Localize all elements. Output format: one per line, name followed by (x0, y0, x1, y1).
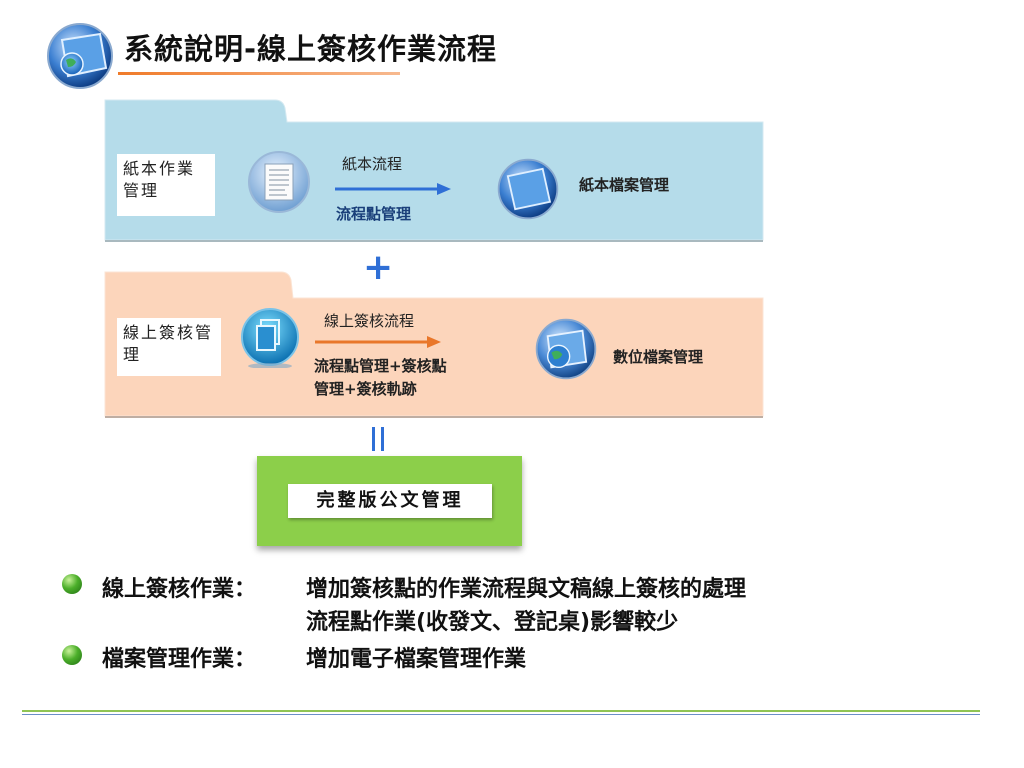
footer-divider (22, 710, 980, 712)
green-bullet-icon (62, 574, 82, 594)
globe-folder-icon (497, 158, 559, 220)
bullet-text: 增加簽核點的作業流程與文稿線上簽核的處理 (306, 577, 747, 602)
bullet-text: 流程點作業(收發文、登記桌)影響較少 (306, 610, 679, 635)
globe-folder-icon (535, 318, 597, 380)
footer-divider (22, 714, 980, 715)
copy-documents-icon (241, 308, 299, 368)
online-flow-label: 線上簽核流程 (324, 312, 415, 330)
green-bullet-icon (62, 645, 82, 665)
paper-process-folder: 紙本作業管理 紙本流程 流程點管理 紙本檔案管理 (103, 98, 765, 244)
bullet-head: 檔案管理作業： (102, 647, 257, 672)
globe-folder-icon (47, 23, 113, 89)
online-process-label: 線上簽核管理 (117, 318, 221, 376)
plus-sign: + (363, 247, 394, 288)
online-sub-label-line2: 管理+簽核軌跡 (314, 380, 417, 398)
result-label: 完整版公文管理 (288, 484, 492, 518)
paper-sub-label: 流程點管理 (336, 205, 412, 223)
bullet-text: 增加電子檔案管理作業 (306, 647, 527, 672)
online-result-label: 數位檔案管理 (613, 348, 704, 366)
document-icon (248, 151, 310, 213)
paper-result-label: 紙本檔案管理 (579, 176, 670, 194)
orange-arrow (315, 336, 441, 348)
page-title: 系統說明-線上簽核作業流程 (124, 32, 498, 66)
online-process-folder: 線上簽核管理 線上簽核流程 流程點管理+簽核點 管理+簽核軌跡 (103, 270, 765, 420)
online-sub-label-line1: 流程點管理+簽核點 (314, 357, 447, 375)
paper-process-label: 紙本作業管理 (117, 154, 215, 216)
result-box: 完整版公文管理 (257, 456, 522, 546)
blue-arrow (335, 183, 451, 195)
title-underline (118, 72, 400, 75)
equals-sign (372, 427, 388, 451)
bullet-head: 線上簽核作業： (102, 577, 257, 602)
paper-flow-label: 紙本流程 (342, 155, 403, 173)
